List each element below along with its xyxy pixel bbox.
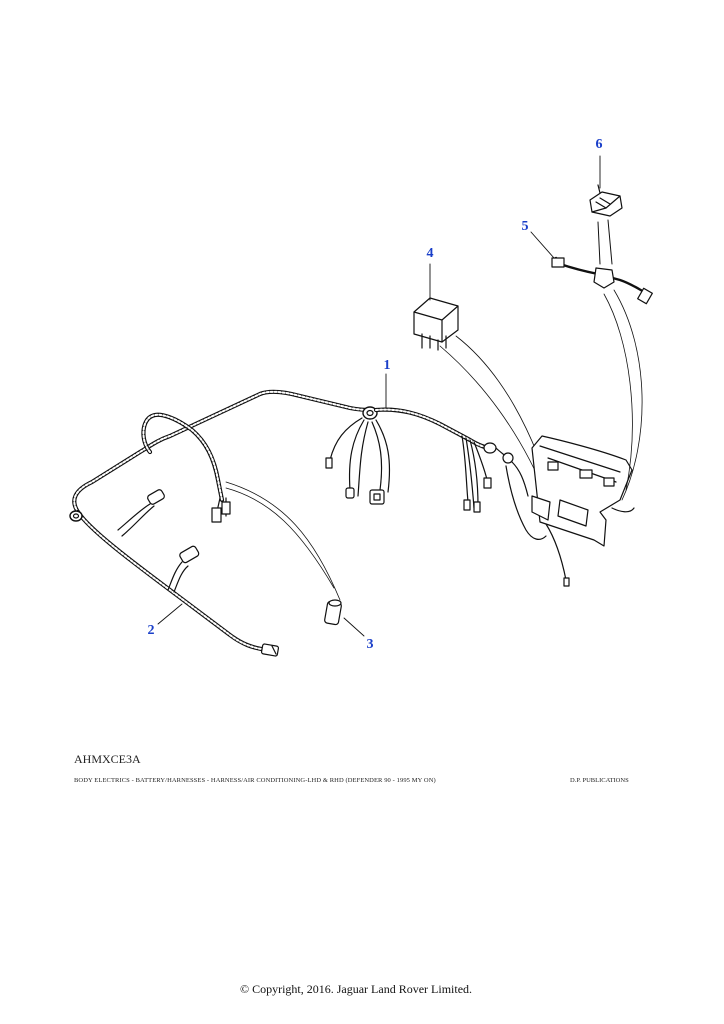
callout-6: 6 [595, 137, 603, 152]
fuse-item-6 [589, 184, 623, 217]
callout-5: 5 [521, 219, 529, 234]
callout-3: 3 [366, 637, 374, 652]
callout-1: 1 [383, 358, 391, 373]
diagram-caption: BODY ELECTRICS - BATTERY/HARNESSES - HAR… [74, 777, 436, 784]
callout-4: 4 [426, 246, 434, 261]
callout-2: 2 [147, 623, 155, 638]
figure-code: AHMXCE3A [74, 752, 141, 766]
harness-item-1 [373, 407, 547, 540]
fuse-harness-item-5 [551, 219, 653, 501]
copyright-notice: © Copyright, 2016. Jaguar Land Rover Lim… [239, 982, 473, 996]
publisher-label: D.P. PUBLICATIONS [570, 777, 629, 784]
harness-main [72, 389, 375, 653]
connector-item-3 [225, 481, 342, 626]
bracket-assembly [531, 435, 635, 587]
